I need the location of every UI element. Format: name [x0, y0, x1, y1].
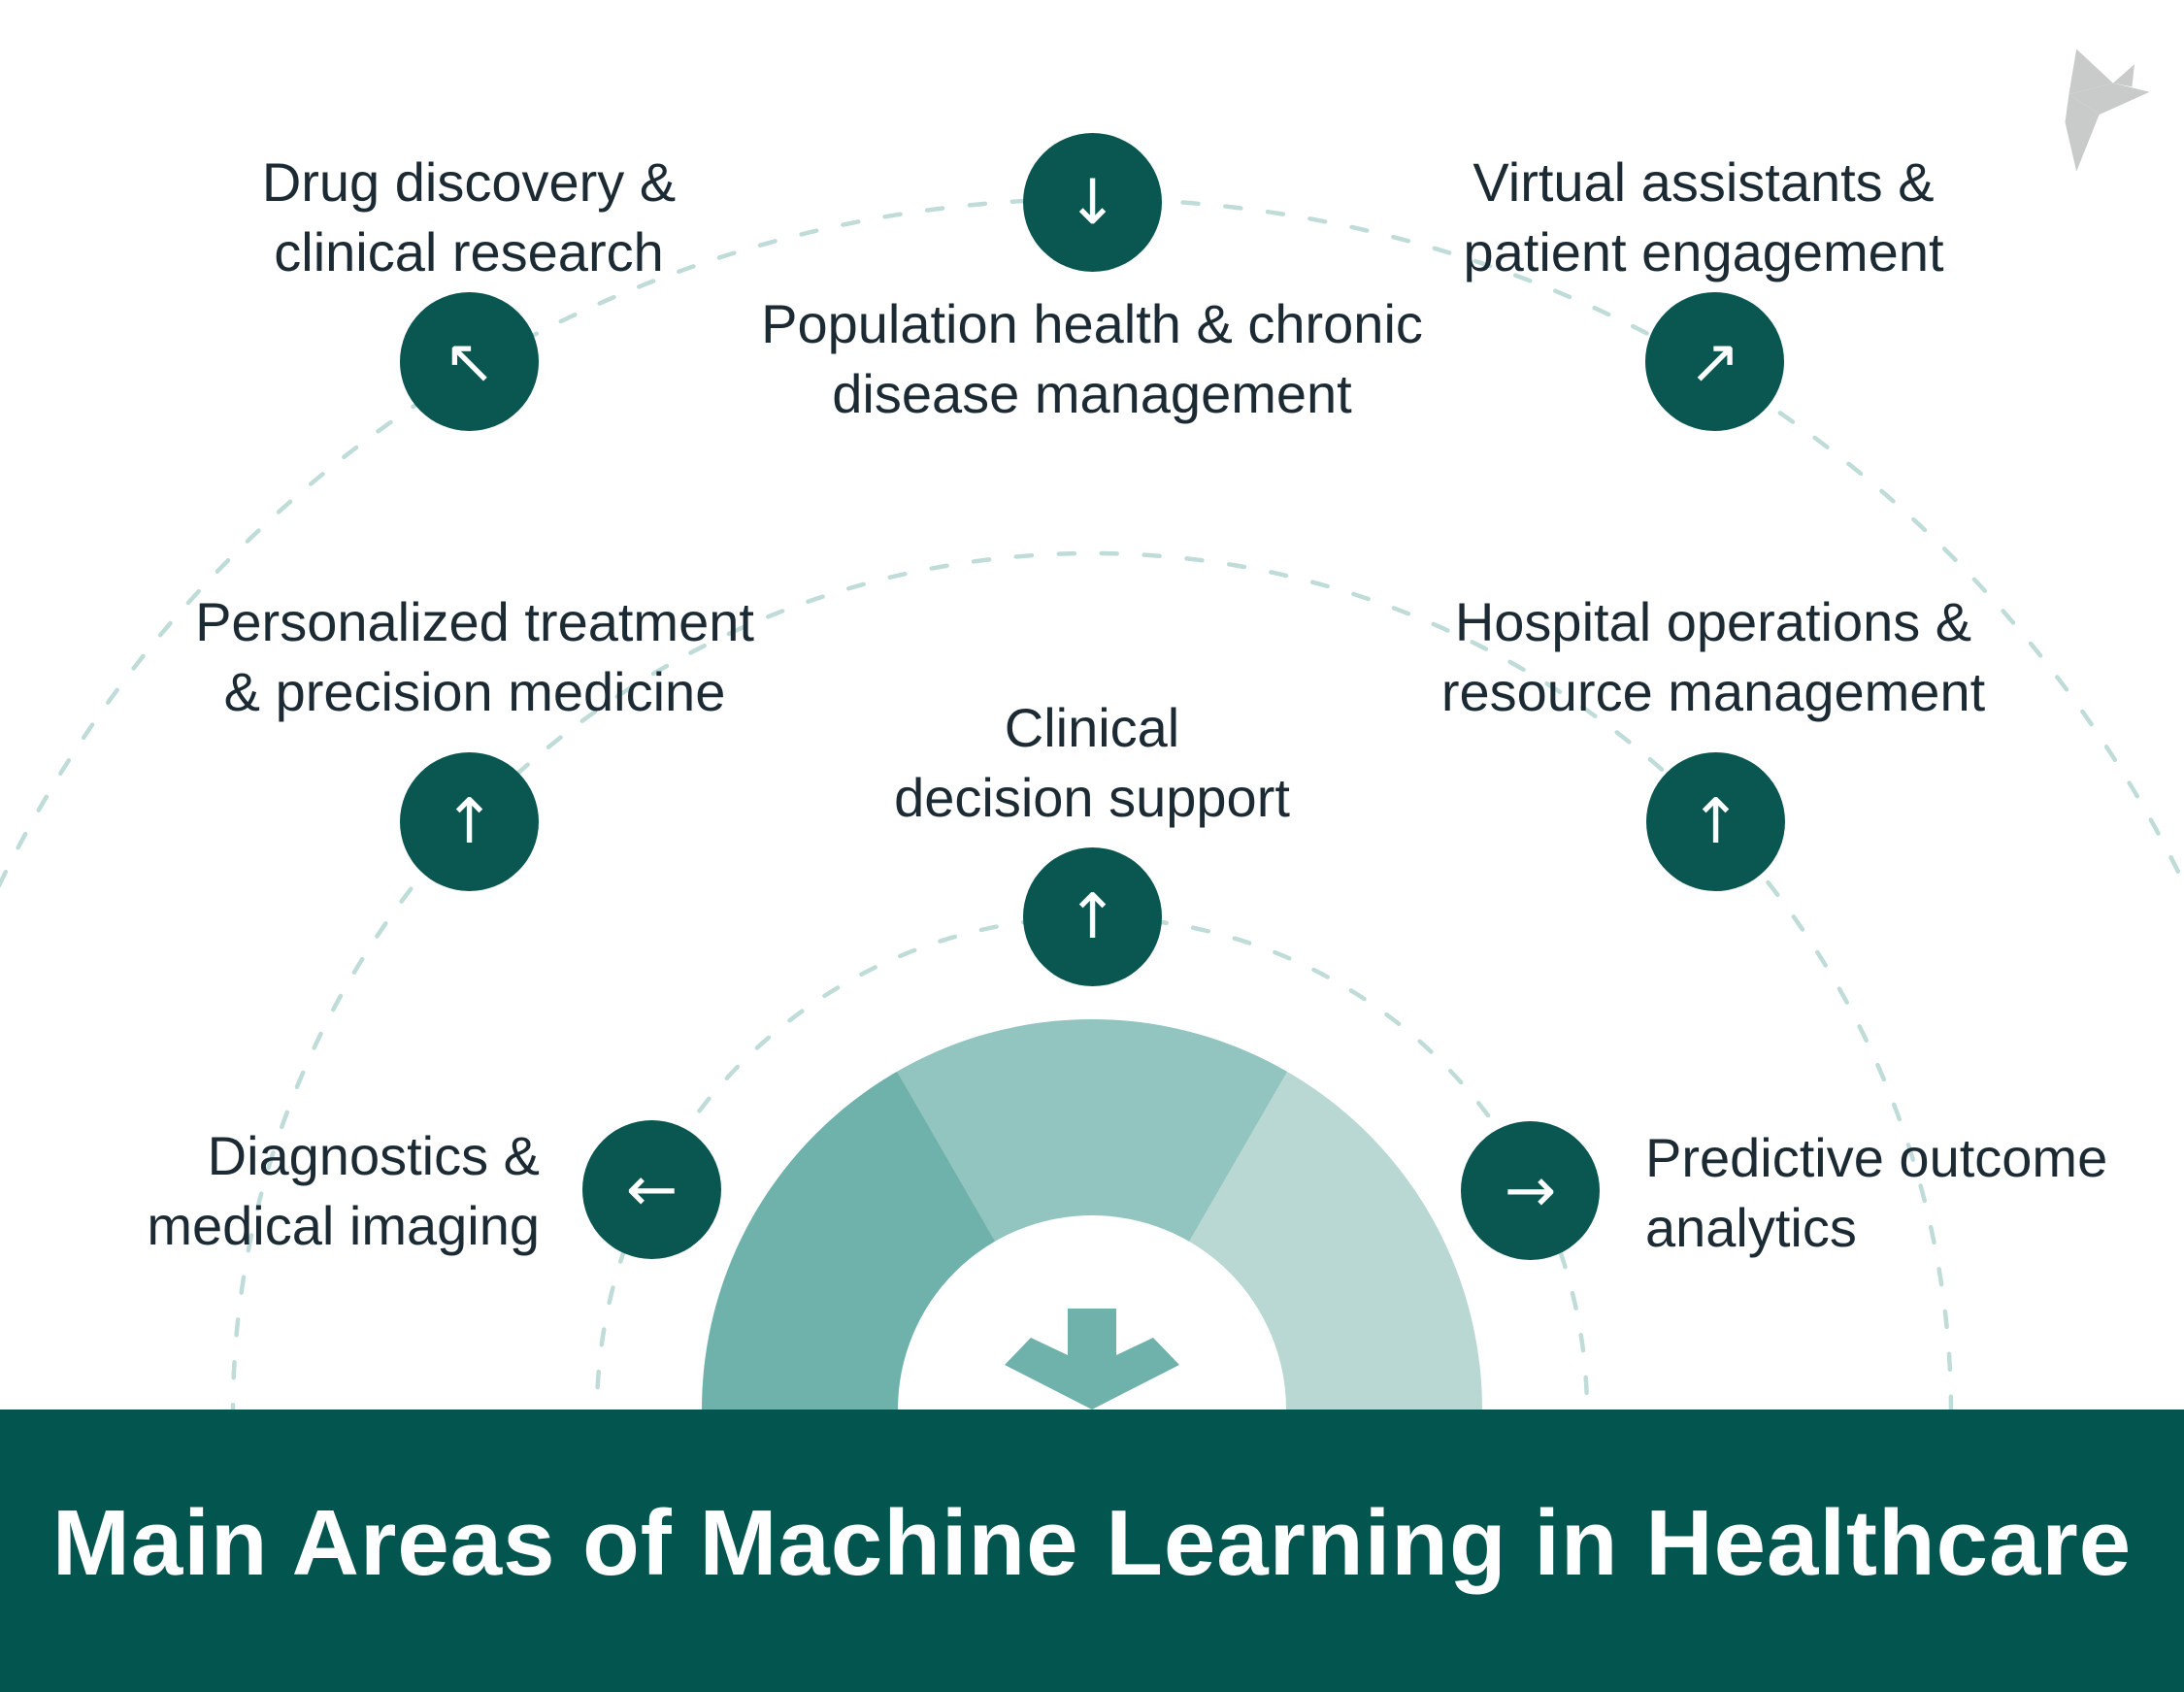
arrow-left-icon: ← [625, 1153, 678, 1226]
node-virtual-assistants[interactable]: ↗ [1645, 292, 1784, 431]
label-line: patient engagement [1463, 221, 1944, 282]
arrow-down-icon: ↓ [1066, 166, 1119, 239]
label-diagnostics: Diagnostics & medical imaging [0, 1121, 540, 1261]
label-virtual-assistants: Virtual assistants & patient engagement [1267, 148, 2140, 287]
page-title: Main Areas of Machine Learning in Health… [51, 1490, 2133, 1595]
label-line: Virtual assistants & [1473, 151, 1935, 213]
label-line: decision support [894, 767, 1290, 828]
arrow-right-icon: → [1504, 1154, 1557, 1227]
node-clinical-decision[interactable]: ↑ [1023, 847, 1162, 986]
label-personalized-treatment: Personalized treatment & precision medic… [38, 587, 911, 727]
node-personalized-treatment[interactable]: ↑ [400, 752, 539, 891]
arrow-up-left-icon: ↖ [443, 325, 496, 398]
label-line: Drug discovery & [261, 151, 677, 213]
arrow-up-icon: ↑ [1066, 880, 1119, 953]
arrow-up-icon: ↑ [443, 785, 496, 858]
label-hospital-operations: Hospital operations & resource managemen… [1276, 587, 2150, 727]
label-line: Clinical [1004, 697, 1180, 758]
origami-bird-icon [2065, 49, 2150, 172]
node-drug-discovery[interactable]: ↖ [400, 292, 539, 431]
label-line: Population health & chronic [761, 293, 1423, 354]
arrow-up-right-icon: ↗ [1688, 325, 1741, 398]
gauge-down-arrow-icon [1005, 1309, 1179, 1410]
label-population-health: Population health & chronic disease mana… [655, 289, 1529, 429]
node-diagnostics[interactable]: ← [582, 1120, 721, 1259]
label-line: resource management [1440, 661, 1986, 722]
arrow-up-icon: ↑ [1689, 785, 1742, 858]
label-predictive-analytics: Predictive outcome analytics [1645, 1123, 2184, 1263]
label-drug-discovery: Drug discovery & clinical research [32, 148, 906, 287]
label-line: medical imaging [147, 1195, 540, 1256]
label-line: Diagnostics & [207, 1125, 540, 1186]
node-predictive-analytics[interactable]: → [1461, 1121, 1600, 1260]
label-clinical-decision: Clinical decision support [655, 693, 1529, 833]
title-banner: Main Areas of Machine Learning in Health… [0, 1410, 2184, 1692]
label-line: disease management [832, 363, 1352, 424]
label-line: Predictive outcome [1645, 1127, 2108, 1188]
node-hospital-operations[interactable]: ↑ [1646, 752, 1785, 891]
label-line: & precision medicine [223, 661, 726, 722]
node-population-health[interactable]: ↓ [1023, 133, 1162, 272]
label-line: Hospital operations & [1454, 591, 1972, 652]
label-line: analytics [1645, 1197, 1857, 1258]
label-line: Personalized treatment [195, 591, 754, 652]
label-line: clinical research [274, 221, 664, 282]
